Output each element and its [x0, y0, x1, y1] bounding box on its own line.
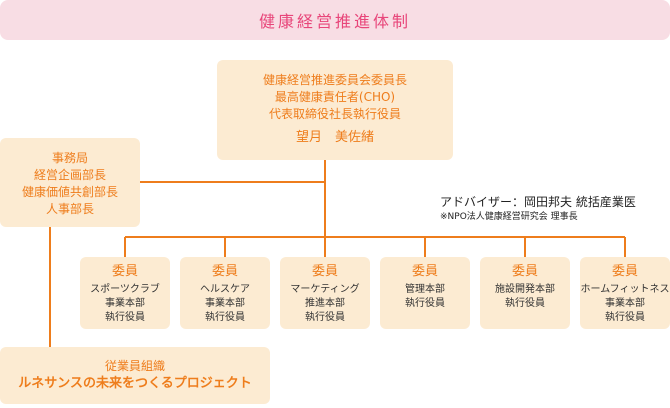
member-box-healthcare: 委員 ヘルスケア 事業本部 執行役員 [180, 257, 270, 329]
member-line: 執行役員 [205, 312, 245, 323]
member-line: 推進本部 [305, 298, 345, 309]
employee-organization-box: 従業員組織 ルネサンスの未来をつくるプロジェクト [0, 347, 270, 404]
member-line: 施設開発本部 [495, 284, 555, 295]
member-line: 管理本部 [405, 284, 445, 295]
member-box-administration: 委員 管理本部 執行役員 [380, 257, 470, 329]
employee-project-name: ルネサンスの未来をつくるプロジェクト [18, 376, 252, 391]
member-box-home-fitness: 委員 ホームフィットネス 事業本部 執行役員 [580, 257, 670, 329]
member-line: 執行役員 [605, 312, 645, 323]
member-box-sports-club: 委員 スポーツクラブ 事業本部 執行役員 [80, 257, 170, 329]
member-title: 委員 [111, 264, 138, 279]
secretariat-line: 健康価値共創部長 [21, 185, 118, 199]
member-line: マーケティング [290, 284, 360, 295]
employee-org-label: 従業員組織 [104, 359, 165, 373]
member-line: ホームフィットネス [580, 284, 670, 295]
member-line: 事業本部 [105, 298, 145, 309]
member-line: 執行役員 [305, 312, 345, 323]
secretariat-line: 人事部長 [45, 202, 94, 216]
member-line: 執行役員 [405, 298, 445, 309]
member-line: 執行役員 [105, 312, 145, 323]
member-title: 委員 [511, 264, 538, 279]
chair-role-line: 代表取締役社長執行役員 [268, 107, 401, 121]
member-title: 委員 [211, 264, 238, 279]
member-box-facility-development: 委員 施設開発本部 執行役員 [480, 257, 570, 329]
chair-role-line: 健康経営推進委員会委員長 [262, 73, 407, 87]
member-line: 執行役員 [505, 298, 545, 309]
advisor-note: アドバイザー：岡田邦夫 統括産業医 ※NPO法人健康経営研究会 理事長 [440, 194, 636, 224]
chair-role-line: 最高健康責任者(CHO) [274, 90, 396, 104]
member-title: 委員 [411, 264, 438, 279]
committee-chair-box: 健康経営推進委員会委員長 最高健康責任者(CHO) 代表取締役社長執行役員 望月… [217, 60, 453, 160]
page-title: 健康経営推進体制 [0, 0, 670, 40]
member-box-marketing: 委員 マーケティング 推進本部 執行役員 [280, 257, 370, 329]
secretariat-line: 事務局 [51, 151, 88, 165]
member-title: 委員 [311, 264, 338, 279]
advisor-line: アドバイザー：岡田邦夫 統括産業医 [440, 195, 636, 209]
member-title: 委員 [611, 264, 638, 279]
secretariat-box: 事務局 経営企画部長 健康価値共創部長 人事部長 [0, 138, 140, 227]
member-line: 事業本部 [205, 298, 245, 309]
member-line: 事業本部 [605, 298, 645, 309]
chair-name: 望月 美佐緒 [295, 130, 374, 145]
advisor-affiliation: ※NPO法人健康経営研究会 理事長 [440, 212, 578, 222]
member-line: スポーツクラブ [90, 284, 160, 295]
member-line: ヘルスケア [200, 284, 250, 295]
secretariat-line: 経営企画部長 [33, 168, 106, 182]
